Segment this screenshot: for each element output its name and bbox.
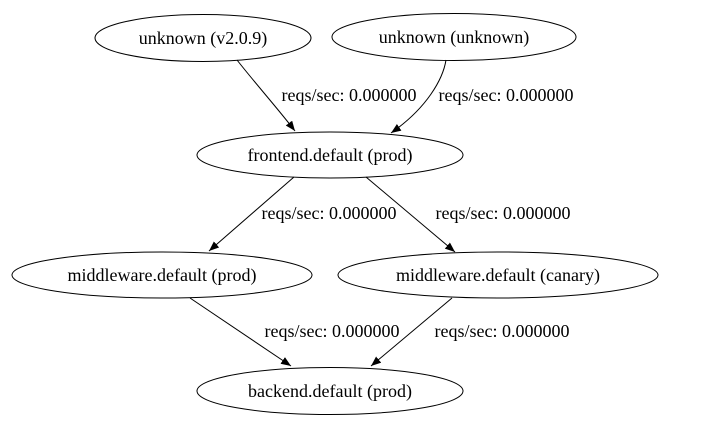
node-label: frontend.default (prod) (248, 145, 413, 166)
edge-label-reqs-per-sec: reqs/sec: 0.000000 (435, 321, 570, 341)
node-backend-default-prod: backend.default (prod) (196, 367, 464, 415)
node-ellipse (196, 131, 464, 179)
node-ellipse (11, 251, 313, 299)
node-unknown-v2-0-9: unknown (v2.0.9) (94, 14, 312, 62)
node-ellipse (94, 14, 312, 62)
edge-unknown-v2-0-9-to-frontend: reqs/sec: 0.000000 (236, 59, 417, 132)
edge-line (370, 297, 453, 367)
edge-frontend-to-middleware-canary: reqs/sec: 0.000000 (365, 176, 571, 253)
node-label: middleware.default (prod) (68, 265, 257, 286)
edge-label-reqs-per-sec: reqs/sec: 0.000000 (262, 203, 397, 223)
node-label: unknown (v2.0.9) (139, 28, 268, 49)
edge-middleware-prod-to-backend: reqs/sec: 0.000000 (189, 297, 400, 367)
node-middleware-default-prod: middleware.default (prod) (11, 251, 313, 299)
node-label: middleware.default (canary) (396, 265, 600, 286)
node-ellipse (331, 13, 577, 61)
edge-label-reqs-per-sec: reqs/sec: 0.000000 (265, 321, 400, 341)
node-middleware-default-canary: middleware.default (canary) (337, 251, 659, 299)
node-frontend-default-prod: frontend.default (prod) (196, 131, 464, 179)
edge-frontend-to-middleware-prod: reqs/sec: 0.000000 (208, 176, 397, 252)
edge-label-reqs-per-sec: reqs/sec: 0.000000 (436, 203, 571, 223)
edge-line (236, 59, 296, 132)
edge-line (189, 297, 292, 367)
node-label: backend.default (prod) (248, 381, 412, 402)
edge-unknown-unknown-to-frontend: reqs/sec: 0.000000 (390, 59, 574, 134)
edge-line (390, 59, 447, 134)
edge-label-reqs-per-sec: reqs/sec: 0.000000 (282, 85, 417, 105)
node-label: unknown (unknown) (379, 27, 530, 48)
node-unknown-unknown: unknown (unknown) (331, 13, 577, 61)
edge-label-reqs-per-sec: reqs/sec: 0.000000 (439, 85, 574, 105)
node-ellipse (196, 367, 464, 415)
edge-middleware-canary-to-backend: reqs/sec: 0.000000 (370, 297, 570, 367)
edge-line (365, 176, 456, 253)
node-ellipse (337, 251, 659, 299)
edge-line (208, 176, 295, 252)
